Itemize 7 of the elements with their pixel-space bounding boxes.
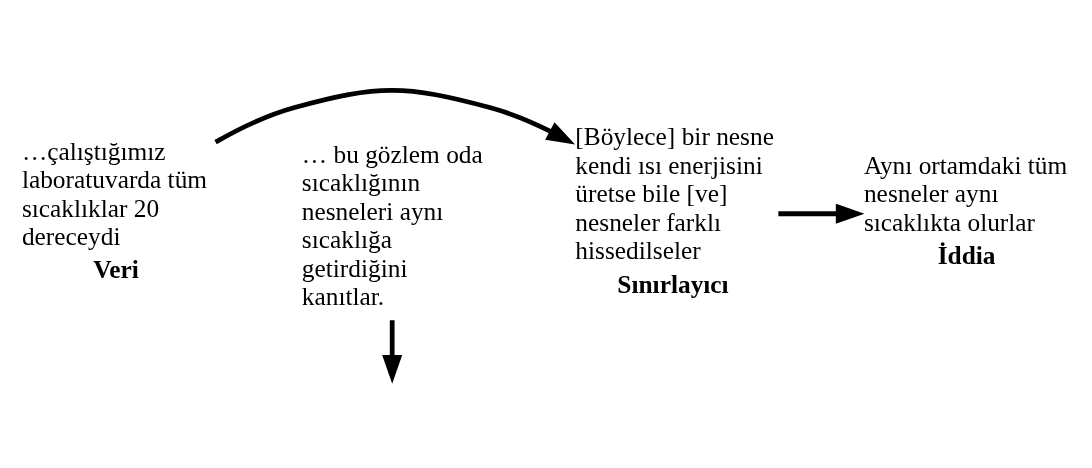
node-text: Aynı ortamdaki tüm nesneler aynı sıcaklıkta olurlar İddia (863, 150, 1068, 270)
arrow (214, 88, 576, 145)
arrow (382, 320, 403, 384)
node-text: [Böylece] bir nesne kendi ısı enerjisini üretse bile [ve] nesneler farklı hissedilseler Sınırlayıcı (575, 122, 774, 298)
arrow (778, 203, 865, 224)
node-text: … bu gözlem oda sıcaklığının nesneleri aynı sıcaklığa getirdiğini kanıtlar. (301, 139, 483, 311)
node-text: …çalıştığımız laboratuvarda tüm sıcaklıklar 20 dereceydi Veri (21, 136, 208, 284)
